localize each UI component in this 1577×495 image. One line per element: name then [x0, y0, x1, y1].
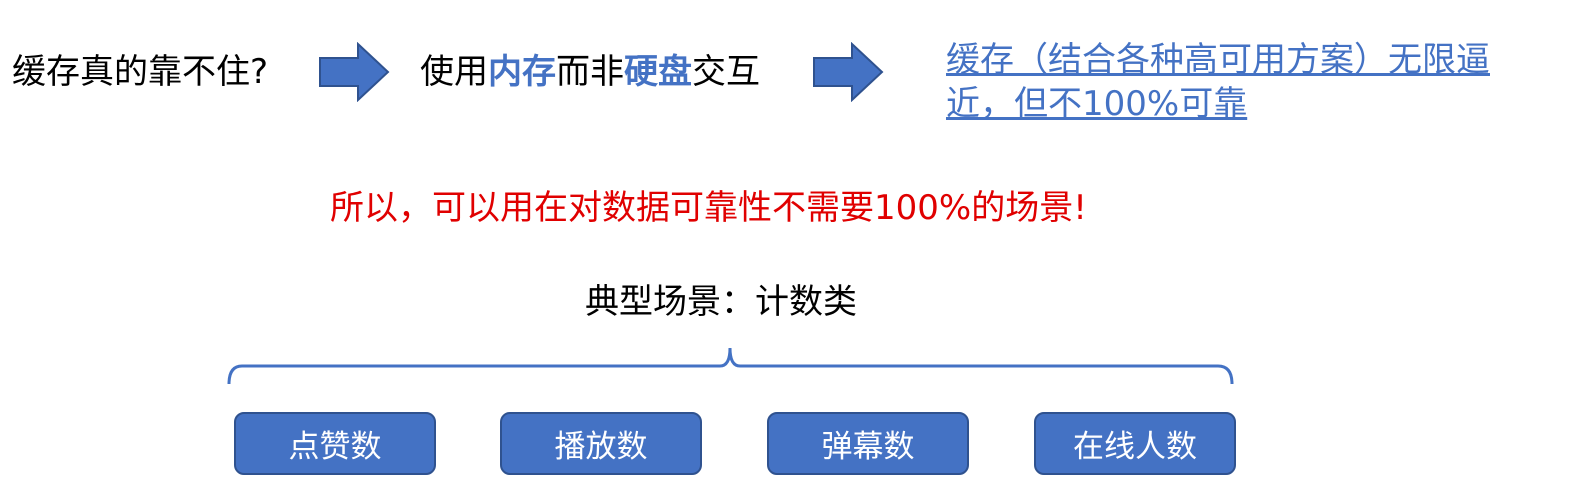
example-box-plays: 播放数	[500, 412, 702, 475]
curly-brace-icon	[227, 347, 1234, 385]
memory-statement: 使用内存而非硬盘交互	[420, 50, 760, 94]
disk-highlight: 硬盘	[624, 52, 692, 92]
typical-scenario-label: 典型场景：计数类	[585, 282, 857, 322]
question-text: 缓存真的靠不住?	[12, 52, 269, 92]
statement-mid: 而非	[556, 52, 624, 92]
example-box-online-users: 在线人数	[1034, 412, 1236, 475]
statement-prefix: 使用	[420, 52, 488, 92]
memory-highlight: 内存	[488, 52, 556, 92]
arrow-right-icon-1	[319, 42, 390, 102]
example-box-likes: 点赞数	[234, 412, 436, 475]
statement-suffix: 交互	[692, 52, 760, 92]
example-box-danmaku: 弹幕数	[767, 412, 969, 475]
takeaway-text: 所以，可以用在对数据可靠性不需要100%的场景!	[330, 188, 1087, 228]
arrow-right-icon-2	[813, 42, 884, 102]
conclusion-link[interactable]: 缓存（结合各种高可用方案）无限逼近，但不100%可靠	[946, 40, 1490, 124]
